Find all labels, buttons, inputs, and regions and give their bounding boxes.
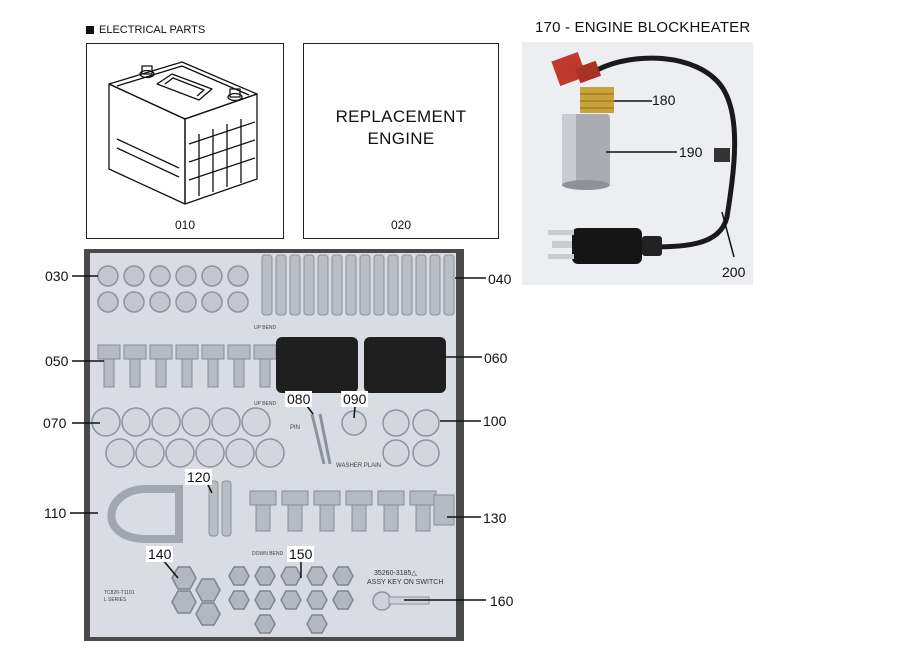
- plug-icon: [548, 228, 662, 264]
- callout-180: 180: [652, 92, 676, 108]
- blockheater-illustration: [548, 51, 738, 264]
- blockheater-photo[interactable]: [522, 42, 753, 285]
- up-bend-label-2: UP BEND: [254, 401, 277, 407]
- bolts-050: [97, 344, 277, 388]
- key-switch-label-1: 35260-3185△: [374, 570, 417, 577]
- key-switch-label-2: ASSY KEY ON SWITCH: [367, 579, 443, 586]
- section-bullet-icon: [86, 26, 94, 34]
- section-title: ELECTRICAL PARTS: [99, 24, 206, 36]
- callout-100: 100: [481, 413, 509, 429]
- callout-070: 070: [41, 415, 69, 431]
- pins-040: [261, 254, 455, 316]
- blockheater-title: 170 - ENGINE BLOCKHEATER: [535, 19, 751, 36]
- washers-100: [382, 409, 440, 467]
- nuts-150: [228, 566, 354, 634]
- washer-plain-label: WASHER PLAIN: [336, 463, 381, 469]
- part-box-010[interactable]: 010: [86, 43, 284, 239]
- down-bend-label: DOWN BEND: [252, 551, 284, 557]
- hardware-kit-illustration: UP BEND UP BEND PIN WASHER PLAIN: [90, 253, 456, 637]
- replacement-engine-text: REPLACEMENT ENGINE: [304, 106, 498, 150]
- callout-030: 030: [43, 268, 71, 284]
- callout-080: 080: [285, 391, 313, 407]
- section-header: ELECTRICAL PARTS: [86, 24, 205, 36]
- callout-090: 090: [341, 391, 369, 407]
- callout-190: 190: [679, 144, 703, 160]
- red-connector: [551, 51, 602, 87]
- hardware-kit-photo[interactable]: UP BEND UP BEND PIN WASHER PLAIN: [84, 249, 464, 641]
- series-label-2: L SERIES: [104, 597, 127, 603]
- pins-120: [208, 480, 232, 537]
- up-bend-label-1: UP BEND: [254, 325, 277, 331]
- part-number-020: 020: [390, 218, 412, 232]
- series-label-1: TC820-T1101: [104, 590, 135, 596]
- blocks-060: [276, 337, 446, 393]
- battery-drawing: [108, 61, 258, 205]
- callout-050: 050: [43, 353, 71, 369]
- callout-160: 160: [488, 593, 516, 609]
- nuts-140: [171, 566, 221, 626]
- part-number-010: 010: [174, 218, 196, 232]
- callout-150: 150: [287, 546, 315, 562]
- shackle-110: [107, 485, 183, 543]
- callout-040: 040: [486, 271, 514, 287]
- cotter-pin-080: [310, 413, 332, 465]
- callout-060: 060: [482, 350, 510, 366]
- callout-200: 200: [722, 264, 746, 280]
- bolts-130: [249, 490, 455, 532]
- pin-label: PIN: [290, 425, 300, 431]
- replacement-line: REPLACEMENT: [335, 107, 467, 126]
- washers-030: [97, 265, 249, 313]
- callout-120: 120: [185, 469, 213, 485]
- callout-110: 110: [42, 505, 69, 521]
- part-box-020[interactable]: REPLACEMENT ENGINE 020: [303, 43, 499, 239]
- callout-140: 140: [146, 546, 174, 562]
- callout-130: 130: [481, 510, 509, 526]
- engine-line: ENGINE: [367, 129, 435, 148]
- washers-070: [91, 407, 285, 468]
